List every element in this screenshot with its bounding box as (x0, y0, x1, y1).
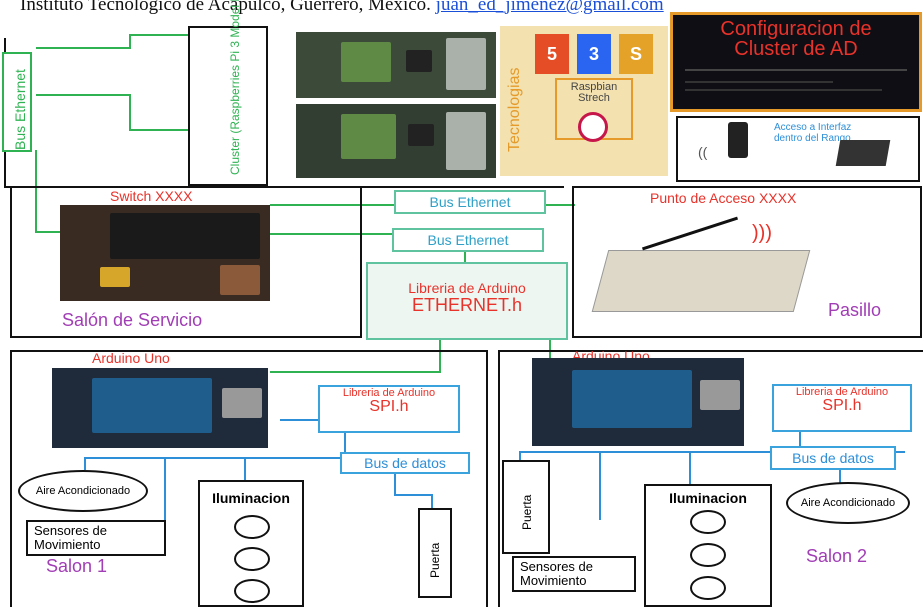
salon1-name: Salon 1 (46, 556, 107, 577)
access-panel: Acceso a Interfaz dentro del Rango (( (676, 116, 920, 182)
bus-ethernet-top-label: Bus Ethernet (430, 194, 511, 210)
salon1-iluminacion-label: Iluminacion (200, 482, 302, 506)
ethernet-library-line1: Libreria de Arduino (368, 264, 566, 296)
config-title: Configuracion de Cluster de AD (673, 15, 919, 59)
phone-icon (728, 122, 748, 158)
salon2-bus-datos: Bus de datos (770, 446, 896, 470)
salon2-aire: Aire Acondicionado (786, 482, 910, 524)
salon1-light-2 (234, 547, 270, 571)
bus-ethernet-top: Bus Ethernet (394, 190, 546, 214)
switch-room-label: Salón de Servicio (62, 310, 202, 331)
salon2-arduino-photo (532, 358, 744, 446)
config-panel: Configuracion de Cluster de AD (670, 12, 922, 112)
salon2-name: Salon 2 (806, 546, 867, 567)
salon1-puerta-label: Puerta (428, 543, 442, 578)
salon2-sensores: Sensores de Movimiento (512, 556, 636, 592)
tech-label: Tecnologias (506, 68, 524, 153)
laptop-icon (836, 140, 891, 166)
left-bus-label: Bus Ethernet (12, 69, 28, 150)
ethernet-library-box: Libreria de Arduino ETHERNET.h (366, 262, 568, 340)
cluster-label: Cluster (Raspberries Pi 3 Model B) (228, 0, 242, 175)
salon1-spi-library: Libreria de Arduino SPI.h (318, 385, 460, 433)
salon1-spi-line2: SPI.h (320, 399, 458, 415)
salon1-bus-datos: Bus de datos (340, 452, 470, 474)
bus-ethernet-middle-label: Bus Ethernet (428, 232, 509, 248)
salon2-light-1 (690, 510, 726, 534)
salon2-spi-library: Libreria de Arduino SPI.h (772, 384, 912, 432)
salon2-light-3 (690, 576, 726, 600)
salon2-light-2 (690, 543, 726, 567)
css-icon: 3 (577, 34, 611, 74)
salon2-sensores-label: Sensores de Movimiento (514, 558, 634, 590)
raspbian-label: Raspbian Strech (557, 80, 631, 106)
wifi-waves-icon: ))) (752, 222, 772, 245)
wifi-signal-icon: (( (698, 144, 707, 160)
raspberry-pi-board-1 (296, 32, 496, 98)
salon1-sensores: Sensores de Movimiento (26, 520, 166, 556)
access-point-room: Pasillo (828, 300, 881, 321)
html-icon: 5 (535, 34, 569, 74)
ethernet-library-line2: ETHERNET.h (368, 296, 566, 314)
salon1-light-3 (234, 579, 270, 603)
salon2-spi-line2: SPI.h (774, 398, 910, 414)
access-point-label: Punto de Acceso XXXX (650, 190, 796, 206)
salon2-bus-label: Bus de datos (792, 450, 874, 466)
salon1-aire: Aire Acondicionado (18, 470, 148, 512)
salon1-arduino-photo (52, 368, 268, 448)
salon1-bus-label: Bus de datos (364, 455, 446, 471)
salon1-light-1 (234, 515, 270, 539)
bus-ethernet-middle: Bus Ethernet (392, 228, 544, 252)
salon2-puerta-label: Puerta (520, 495, 534, 530)
salon1-sensores-label: Sensores de Movimiento (28, 522, 164, 554)
salon2-iluminacion-label: Iluminacion (646, 486, 770, 506)
js-icon: S (619, 34, 653, 74)
raspberry-pi-board-2 (296, 104, 496, 178)
access-point-device (592, 250, 811, 312)
salon1-arduino-label: Arduino Uno (92, 350, 170, 366)
debian-swirl-icon (578, 112, 608, 142)
